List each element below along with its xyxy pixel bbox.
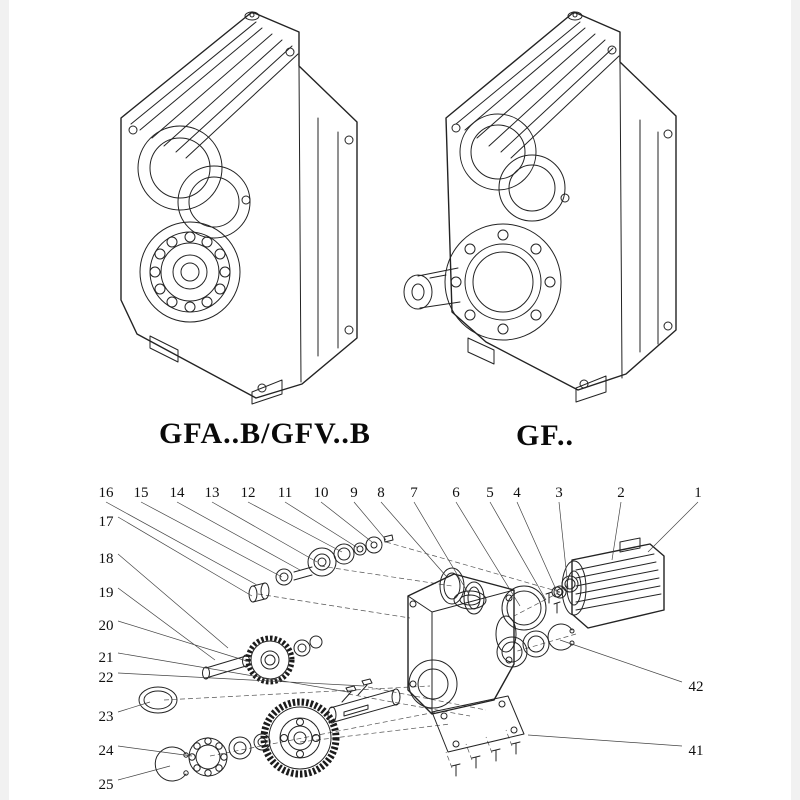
part-callout-9: 9 xyxy=(350,485,358,501)
part-callout-22: 22 xyxy=(99,670,114,686)
part-callout-11: 11 xyxy=(278,485,292,501)
exploded-view: 16 15 14 13 12 11 10 9 8 7 6 5 4 3 2 1 1… xyxy=(99,485,704,793)
part-callout-18: 18 xyxy=(99,551,114,567)
left-gearbox-top-ribs xyxy=(139,27,299,159)
motor xyxy=(551,537,665,629)
part-callout-24: 24 xyxy=(99,743,115,759)
part-callout-6: 6 xyxy=(452,485,460,501)
right-gearbox-output-shaft xyxy=(403,267,461,310)
part-callout-25: 25 xyxy=(99,777,114,793)
left-model-label: GFA..B/GFV..B xyxy=(159,417,371,450)
right-gearbox-top-ribs xyxy=(464,27,620,159)
left-gearbox-feet xyxy=(149,335,283,405)
part-callout-17: 17 xyxy=(99,514,115,530)
part-callout-16: 16 xyxy=(99,485,115,501)
part-callout-5: 5 xyxy=(486,485,494,501)
lower-parts-chain xyxy=(154,688,401,782)
page-edge-right xyxy=(791,0,800,800)
right-gearbox-filler-cap xyxy=(567,11,583,21)
part-callout-21: 21 xyxy=(99,650,114,666)
part-callout-42: 42 xyxy=(689,679,704,695)
left-gearbox-bores xyxy=(137,125,251,239)
assembly-axis-lines xyxy=(163,541,577,769)
right-gearbox-output-flange xyxy=(444,223,562,341)
part-callout-23: 23 xyxy=(99,709,114,725)
gasket-plate xyxy=(431,695,525,777)
leader-lines xyxy=(105,501,699,781)
part-callout-4: 4 xyxy=(513,485,521,501)
left-gearbox-side-panel xyxy=(128,47,354,393)
part-callout-3: 3 xyxy=(555,485,563,501)
right-gearbox-bores xyxy=(459,113,570,222)
left-gearbox-drawing xyxy=(120,11,358,405)
part-callout-19: 19 xyxy=(99,585,114,601)
part-callout-10: 10 xyxy=(314,485,329,501)
part-callout-15: 15 xyxy=(134,485,149,501)
left-gearbox-output-bearing xyxy=(139,221,241,323)
upper-parts-chain xyxy=(248,534,579,631)
part-callout-2: 2 xyxy=(617,485,625,501)
part-callout-1: 1 xyxy=(694,485,702,501)
right-gearbox-drawing xyxy=(403,11,677,403)
callouts-right-column: 42 41 xyxy=(689,679,704,759)
left-gearbox-filler-cap xyxy=(244,11,260,21)
page-edge-left xyxy=(0,0,9,800)
callouts-top-row: 16 15 14 13 12 11 10 9 8 7 6 5 4 3 2 1 xyxy=(99,485,702,501)
right-rings xyxy=(496,623,575,668)
part-callout-41: 41 xyxy=(689,743,704,759)
right-gearbox-feet xyxy=(467,337,607,403)
part-callout-14: 14 xyxy=(170,485,186,501)
part-callout-20: 20 xyxy=(99,618,114,634)
callouts-left-column: 17 18 19 20 21 22 23 24 25 xyxy=(99,514,115,793)
middle-parts-chain xyxy=(138,635,373,714)
part-callout-12: 12 xyxy=(241,485,256,501)
right-model-label: GF.. xyxy=(516,419,574,452)
part-callout-8: 8 xyxy=(377,485,385,501)
gearbox-housing xyxy=(407,573,517,715)
part-callout-13: 13 xyxy=(205,485,220,501)
right-gearbox-side-panel xyxy=(451,45,673,389)
part-callout-7: 7 xyxy=(410,485,418,501)
